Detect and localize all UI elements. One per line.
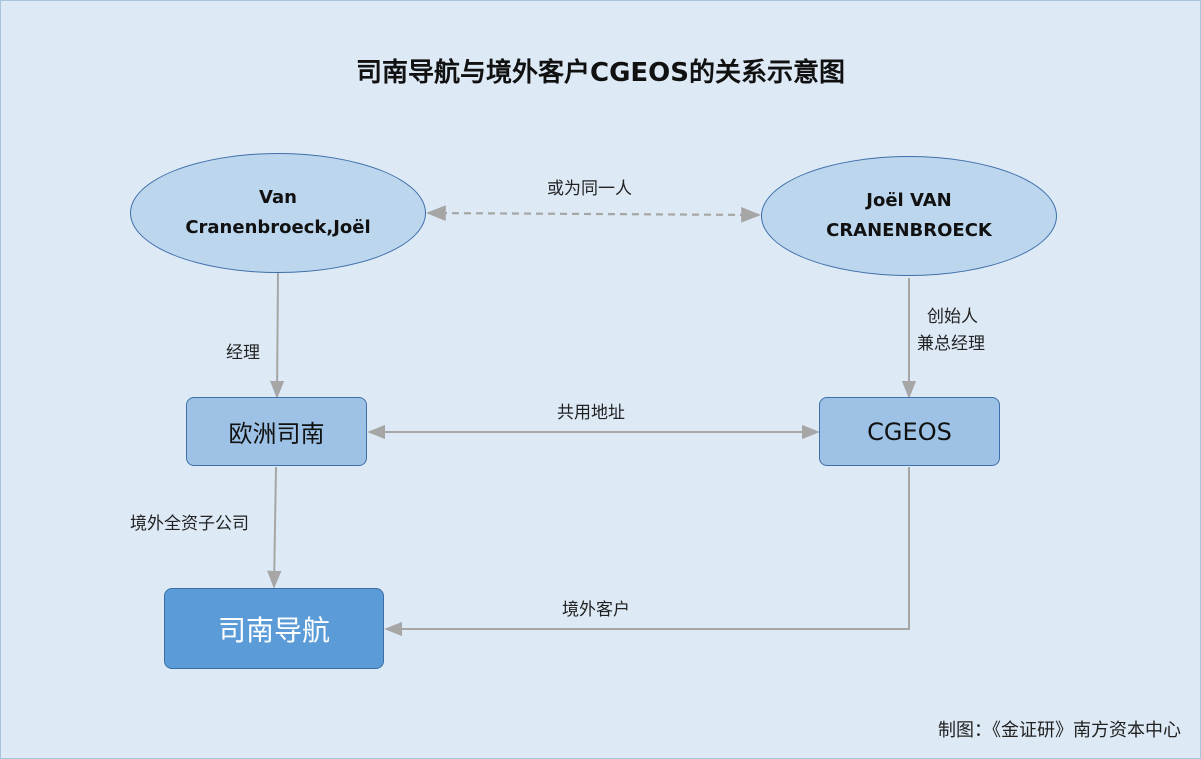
diagram-title: 司南导航与境外客户CGEOS的关系示意图: [355, 58, 845, 88]
person-left-line1: Van: [259, 187, 297, 208]
cgeos-node: CGEOS: [819, 397, 1000, 466]
europe-sinan-node: 欧洲司南: [186, 397, 367, 466]
same-person-label: 或为同一人: [547, 179, 632, 199]
credit-note: 制图：《金证研》南方资本中心: [938, 720, 1181, 741]
person-right-line1: Joël VAN: [866, 190, 952, 211]
sinan-navigation-node: 司南导航: [164, 588, 384, 669]
customer-connector: [384, 467, 910, 637]
person-right-node: Joël VAN CRANENBROECK: [761, 156, 1057, 276]
person-right-line2: CRANENBROECK: [826, 220, 992, 241]
subsidiary-connector: [267, 466, 282, 589]
manager-label: 经理: [226, 343, 260, 363]
founder-label-line2: 兼总经理: [917, 334, 985, 354]
person-left-line2: Cranenbroeck,Joël: [185, 217, 371, 238]
manager-connector: [269, 272, 285, 399]
person-left-node: Van Cranenbroeck,Joël: [130, 153, 426, 273]
founder-label-line1: 创始人: [927, 307, 978, 327]
overseas-subsidiary-label: 境外全资子公司: [130, 514, 249, 534]
shared-address-label: 共用地址: [557, 403, 625, 423]
overseas-customer-label: 境外客户: [562, 600, 630, 620]
same-person-connector: [426, 205, 761, 223]
